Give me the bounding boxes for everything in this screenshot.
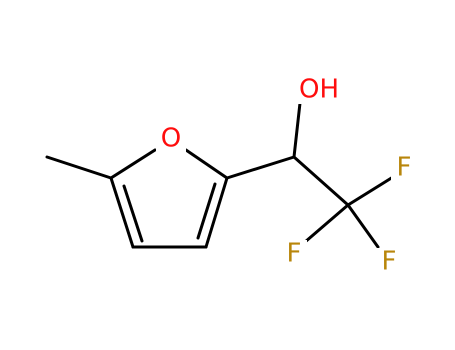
bond-cf3-f2 <box>303 203 350 244</box>
atom-label-fluorine-2: F <box>287 239 302 269</box>
bond-ch-cf3 <box>292 155 350 207</box>
atom-label-hydroxyl: OH <box>299 75 339 105</box>
bond-cf3-f3 <box>346 203 380 249</box>
bond-o-c2 <box>184 148 229 180</box>
atom-label-fluorine-1: F <box>397 153 412 183</box>
bond-ch-oh <box>292 101 302 159</box>
atom-label-ring-oxygen: O <box>161 124 181 154</box>
atom-label-fluorine-3: F <box>382 247 397 277</box>
bond-c5-c4-double <box>122 184 144 243</box>
bond-c5-c4 <box>109 176 135 249</box>
bond-methyl <box>45 155 113 180</box>
bond-c3-c2-double <box>196 182 217 240</box>
bond-c5-o <box>109 148 157 180</box>
bond-cf3-f1 <box>346 175 395 207</box>
bond-c3-c2 <box>204 176 229 249</box>
bond-c2-choh <box>225 155 296 180</box>
